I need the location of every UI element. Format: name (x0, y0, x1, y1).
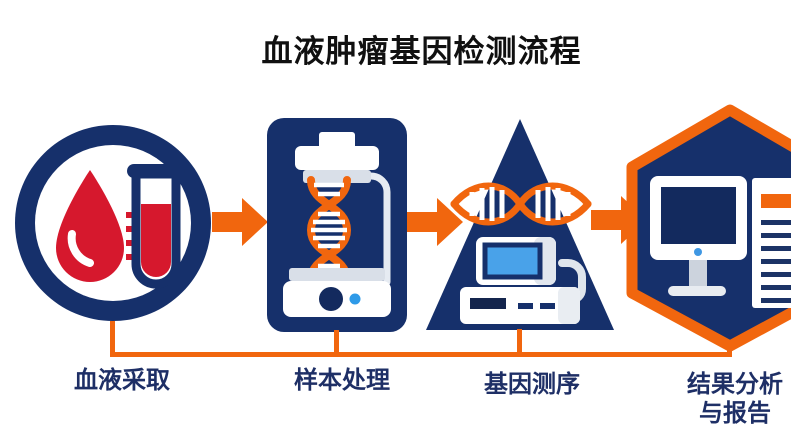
arrow-right-icon (407, 198, 463, 246)
blood-collection-icon (15, 125, 211, 321)
report-document-icon (752, 178, 791, 308)
blood-drop-icon (56, 170, 124, 282)
connector-drop-1 (110, 321, 115, 355)
knob-icon (319, 287, 343, 311)
indicator-dot (349, 293, 361, 305)
stage-label-line1: 结果分析 (687, 371, 783, 398)
stage-label-result-analysis: 结果分析 与报告 (650, 370, 791, 428)
triangle-badge (426, 119, 614, 330)
connector-drop-4 (727, 341, 732, 355)
sample-processing-icon (267, 118, 407, 332)
arrow-right-icon (212, 198, 268, 246)
connector-drop-3 (517, 329, 522, 355)
result-analysis-icon (626, 104, 791, 352)
connector-horizontal-line (110, 352, 732, 357)
stage-label-sample-processing: 样本处理 (294, 367, 390, 394)
test-tube-icon (126, 164, 185, 289)
page-title: 血液肿瘤基因检测流程 (261, 34, 582, 69)
stage-label-line2: 与报告 (699, 400, 771, 427)
computer-monitor-icon (650, 176, 747, 296)
stage-label-gene-sequencing: 基因测序 (484, 371, 580, 398)
connector-drop-2 (334, 330, 339, 355)
sequencer-icon (460, 237, 586, 324)
stage-label-blood-collection: 血液采取 (74, 367, 170, 394)
dna-helix-icon (306, 176, 352, 284)
dna-strand-icon (450, 182, 592, 226)
gene-sequencing-icon (426, 119, 614, 330)
